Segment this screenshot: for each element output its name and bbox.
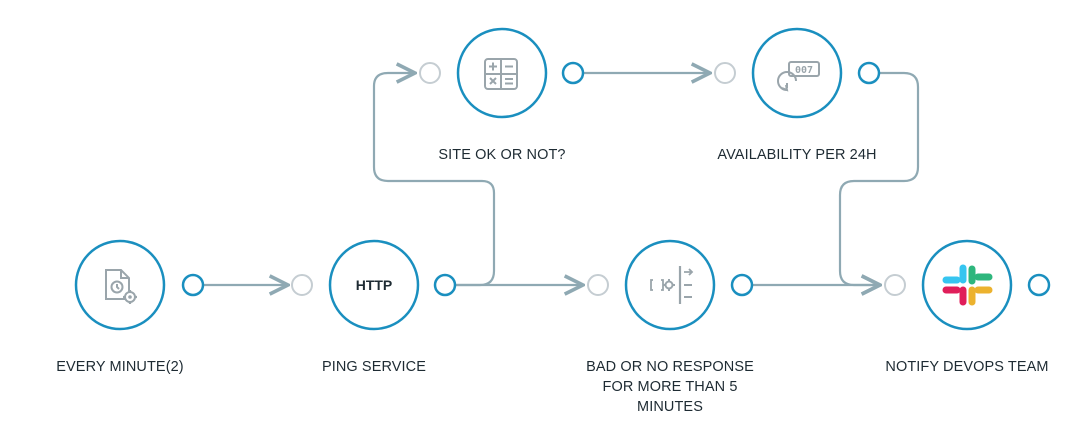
output-port-ping-service[interactable] — [433, 273, 457, 297]
svg-text:007: 007 — [795, 65, 813, 76]
node-bad-response[interactable] — [624, 239, 716, 331]
edge-ping-service-to-site-ok[interactable] — [372, 73, 496, 287]
input-port-site-ok[interactable] — [419, 62, 441, 84]
node-label-availability: AVAILABILITY PER 24H — [717, 147, 877, 163]
node-label-bad-response: BAD OR NO RESPONSE FOR MORE THAN 5 MINUT… — [586, 359, 754, 415]
node-every-minute[interactable] — [74, 239, 166, 331]
output-port-notify-devops[interactable] — [1027, 273, 1051, 297]
output-port-every-minute[interactable] — [181, 273, 205, 297]
output-port-bad-response[interactable] — [730, 273, 754, 297]
input-port-ping-service[interactable] — [291, 274, 313, 296]
node-label-ping-service: PING SERVICE — [321, 359, 427, 375]
node-label-site-ok: SITE OK OR NOT? — [438, 147, 566, 163]
connectors — [204, 71, 920, 287]
output-port-site-ok[interactable] — [561, 61, 585, 85]
http-label: HTTP — [355, 277, 393, 293]
input-port-availability[interactable] — [714, 62, 736, 84]
slack-icon — [942, 264, 993, 306]
counter-history-icon: 007 — [777, 61, 820, 92]
node-notify-devops[interactable] — [921, 239, 1013, 331]
node-label-every-minute: EVERY MINUTE(2) — [56, 359, 184, 375]
calculator-icon — [484, 58, 518, 90]
node-site-ok[interactable] — [456, 27, 548, 119]
output-port-availability[interactable] — [857, 61, 881, 85]
input-port-notify-devops[interactable] — [884, 274, 906, 296]
edge-availability-to-notify-devops[interactable] — [838, 71, 920, 285]
scheduled-file-icon — [105, 269, 137, 304]
ports — [181, 61, 1051, 297]
node-availability[interactable]: 007 — [751, 27, 843, 119]
node-ping-service[interactable] — [328, 239, 420, 331]
node-label-notify-devops: NOTIFY DEVOPS TEAM — [885, 359, 1049, 375]
filter-settings-icon — [650, 266, 694, 304]
input-port-bad-response[interactable] — [587, 274, 609, 296]
